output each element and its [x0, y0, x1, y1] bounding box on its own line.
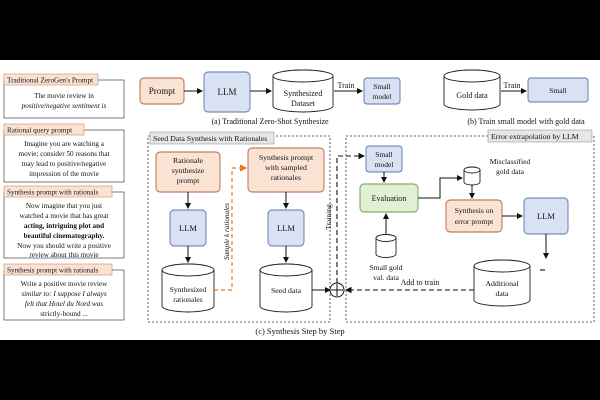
prompt-card-synthesis-1: Synthesis prompt with rationals Now imag…	[3, 185, 125, 259]
error-extrapolation-section: Error extrapolation by LLM Small model E…	[344, 129, 595, 323]
error-section-title: Error extrapolation by LLM	[491, 132, 579, 141]
prompt-card-zerogen: Traditional ZeroGen's Prompt The movie r…	[3, 73, 125, 119]
svg-text:Small: Small	[373, 82, 391, 91]
svg-text:The movie review in: The movie review in	[34, 92, 94, 100]
svg-text:Synthesized: Synthesized	[170, 285, 207, 294]
svg-text:Additional: Additional	[485, 279, 519, 288]
svg-text:similar to: I suppose I always: similar to: I suppose I always	[21, 290, 106, 298]
svg-text:LLM: LLM	[218, 87, 237, 97]
top-pipeline-a: Prompt LLM Synthesized Dataset Train Sma…	[139, 69, 401, 126]
prompt-card-rational-query: Rational query prompt Imagine you are wa…	[3, 123, 125, 183]
svg-text:felt that Hotel du Nord was: felt that Hotel du Nord was	[25, 300, 103, 308]
svg-text:with sampled: with sampled	[265, 163, 307, 172]
svg-text:rationales: rationales	[173, 295, 203, 304]
seed-data-cylinder: Seed data	[259, 263, 313, 313]
svg-text:synthesize: synthesize	[172, 166, 205, 175]
small-model-box-a	[363, 77, 401, 105]
svg-text:watched a movie that has great: watched a movie that has great	[20, 212, 109, 220]
svg-text:movie; consider 50 reasons tha: movie; consider 50 reasons that	[18, 150, 109, 158]
svg-text:Small gold: Small gold	[369, 263, 402, 272]
svg-text:LLM: LLM	[277, 223, 295, 233]
svg-text:Small: Small	[375, 150, 393, 159]
svg-text:Now imagine that you just: Now imagine that you just	[26, 202, 102, 210]
card-tag: Traditional ZeroGen's Prompt	[7, 77, 93, 85]
svg-text:beautiful cinematography.: beautiful cinematography.	[24, 232, 105, 240]
svg-text:Train: Train	[337, 81, 354, 90]
svg-text:LLM: LLM	[179, 223, 197, 233]
svg-text:impression of the movie: impression of the movie	[29, 170, 99, 178]
synth-rationales-cylinder: Synthesized rationales	[161, 263, 215, 313]
svg-text:Now you should write a positiv: Now you should write a positive	[17, 242, 111, 250]
svg-text:Synthesis prompt: Synthesis prompt	[259, 153, 314, 162]
svg-text:Synthesis prompt with rational: Synthesis prompt with rationals	[7, 189, 98, 197]
svg-text:model: model	[373, 92, 392, 101]
small-gold-cylinder	[375, 234, 397, 258]
top-pipeline-b: Gold data Train Small (b) Train small mo…	[443, 69, 589, 126]
svg-text:Seed data: Seed data	[271, 286, 302, 295]
svg-text:LLM: LLM	[537, 211, 555, 221]
synth-dataset-cylinder: Synthesized Dataset	[272, 69, 334, 113]
caption-a: (a) Traditional Zero-Shot Synthesize	[211, 117, 329, 126]
gold-data-cylinder: Gold data	[443, 69, 501, 111]
svg-text:Synthesized: Synthesized	[284, 89, 323, 98]
svg-text:rationales: rationales	[271, 173, 301, 182]
svg-text:Write a positive movie review: Write a positive movie review	[21, 280, 109, 288]
svg-text:prompt: prompt	[177, 176, 200, 185]
svg-text:val. data: val. data	[373, 273, 399, 282]
llm-box-a	[203, 71, 251, 113]
svg-text:data: data	[496, 289, 510, 298]
svg-text:may lead to positive/negative: may lead to positive/negative	[22, 160, 106, 168]
svg-text:Dataset: Dataset	[291, 99, 316, 108]
svg-text:Train: Train	[503, 81, 520, 90]
svg-text:Misclassified: Misclassified	[490, 157, 531, 166]
prompt-card-synthesis-2: Synthesis prompt with rationals Write a …	[3, 263, 125, 321]
caption-b: (b) Train small model with gold data	[467, 117, 585, 126]
synthesis-error-box	[445, 199, 503, 233]
svg-text:Rational query prompt: Rational query prompt	[7, 127, 72, 135]
svg-text:error prompt: error prompt	[455, 217, 494, 226]
diagram-svg: Traditional ZeroGen's Prompt The movie r…	[3, 69, 595, 336]
caption-c: (c) Synthesis Step by Step	[255, 326, 344, 336]
svg-text:Evaluation: Evaluation	[372, 194, 407, 203]
merge-connector: Training	[312, 152, 366, 298]
diagram-canvas: Traditional ZeroGen's Prompt The movie r…	[0, 60, 600, 340]
add-to-train-label: Add to train	[401, 278, 440, 287]
svg-text:model: model	[375, 160, 394, 169]
svg-text:gold data: gold data	[496, 167, 525, 176]
svg-text:Rationale: Rationale	[173, 156, 203, 165]
svg-text:Prompt: Prompt	[149, 86, 176, 96]
seed-synthesis-section: Seed Data Synthesis with Rationales Rati…	[147, 131, 331, 323]
svg-text:Synthesis on: Synthesis on	[455, 206, 494, 215]
svg-text:Gold data: Gold data	[456, 91, 488, 100]
seed-section-title: Seed Data Synthesis with Rationales	[153, 134, 267, 143]
svg-text:Imagine you are watching a: Imagine you are watching a	[24, 140, 105, 148]
svg-text:review about this movie: review about this movie	[29, 251, 98, 259]
svg-text:Small: Small	[549, 86, 567, 95]
additional-data-cylinder: Additional data	[473, 259, 531, 307]
small-model-box-b	[527, 77, 589, 103]
svg-text:positive/negative sentiment is: positive/negative sentiment is	[21, 102, 107, 110]
misclassified-cylinder	[463, 166, 481, 186]
training-label: Training	[324, 204, 333, 230]
sample-k-label: Sample k rationales	[223, 203, 231, 260]
svg-text:acting, intriguing plot and: acting, intriguing plot and	[24, 222, 104, 230]
svg-text:Synthesis prompt with rational: Synthesis prompt with rationals	[7, 267, 98, 275]
svg-text:strictly-bound ...: strictly-bound ...	[40, 310, 88, 318]
